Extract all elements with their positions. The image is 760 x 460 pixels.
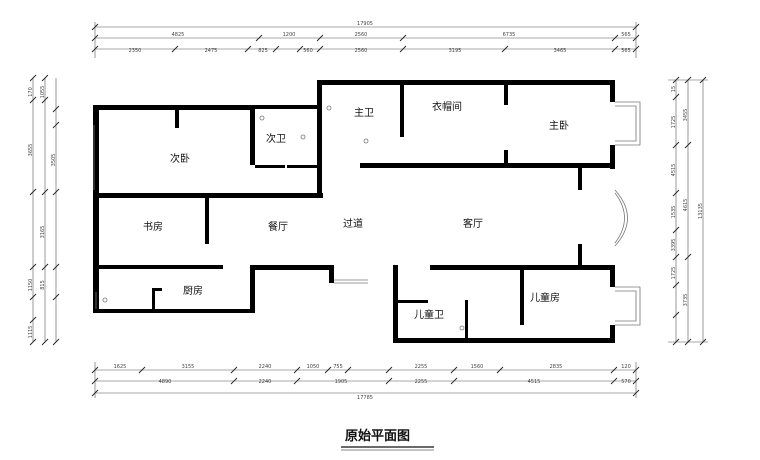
top-dim: 6735: [503, 32, 516, 38]
right-dimension-chain: 15 1725 3455 4515 1535 3395 1725 4615 37…: [668, 76, 708, 346]
plan-title: 原始平面图: [345, 428, 410, 444]
bottom-total-dim: 17785: [357, 395, 373, 401]
bottom-dim: 1050: [307, 364, 320, 370]
top-dim: 2475: [205, 48, 218, 54]
bottom-dim: 755: [333, 364, 343, 370]
top-dim: 560: [303, 48, 313, 54]
walls: [93, 80, 615, 343]
room-label-master-bedroom: 主卧: [549, 119, 569, 132]
bottom-dim: 3155: [182, 364, 195, 370]
right-dim: 4515: [671, 164, 677, 177]
bottom-dim: 2835: [550, 364, 563, 370]
top-dim: 825: [258, 48, 268, 54]
right-dim: 1725: [671, 116, 677, 129]
room-label-kids-room: 儿童房: [530, 291, 560, 304]
room-label-dining: 餐厅: [268, 220, 288, 233]
left-dim: 3165: [40, 226, 46, 239]
room-label-secondary-bath: 次卫: [266, 132, 286, 145]
bottom-dim: 2255: [415, 379, 428, 385]
bottom-dim: 4515: [528, 379, 541, 385]
top-dim: 2560: [355, 32, 368, 38]
top-dim: 3465: [554, 48, 567, 54]
room-label-kids-bath: 儿童卫: [414, 308, 444, 321]
left-dim: 170: [28, 87, 34, 97]
top-dim: 565: [621, 32, 631, 38]
top-dim: 4825: [172, 32, 185, 38]
right-dim: 3455: [683, 109, 689, 122]
fixtures: [93, 101, 641, 331]
top-dim: 3195: [449, 48, 462, 54]
bottom-dimension-chain: 1625 3155 2240 1050 755 2255 1560 2835 1…: [91, 362, 640, 401]
left-dim: 3505: [51, 154, 57, 167]
room-label-kitchen: 厨房: [183, 284, 203, 297]
right-dim: 3395: [671, 239, 677, 252]
left-dim: 3655: [28, 144, 34, 157]
right-dim: 1725: [671, 267, 677, 280]
top-total-dim: 17905: [357, 21, 373, 27]
bottom-dim: 4890: [159, 379, 172, 385]
right-dim: 4615: [683, 199, 689, 212]
bottom-dim: 1560: [471, 364, 484, 370]
room-label-study: 书房: [143, 220, 163, 233]
bottom-dim: 570: [621, 379, 631, 385]
room-label-living: 客厅: [463, 217, 483, 230]
top-dim: 2350: [129, 48, 142, 54]
left-dim: 1150: [28, 279, 34, 292]
room-label-corridor: 过道: [343, 217, 363, 230]
bottom-dim: 120: [621, 364, 631, 370]
right-dim: 1535: [671, 206, 677, 219]
top-dim: 565: [621, 48, 631, 54]
left-dim: 1055: [40, 86, 46, 99]
bottom-dim: 2240: [259, 364, 272, 370]
left-dim: 815: [40, 280, 46, 290]
room-label-cloakroom: 衣帽间: [432, 100, 462, 113]
room-label-secondary-bedroom: 次卧: [170, 152, 190, 165]
left-dim: 1115: [28, 326, 34, 339]
right-dim: 15: [671, 86, 677, 92]
right-total-dim: 13135: [698, 203, 704, 219]
left-dimension-chain: 170 1055 3655 3165 1150 815 1115 3505: [28, 74, 60, 346]
top-dimension-chain: 17905 4825 1200 2560 6735 565 2350 2475 …: [91, 21, 640, 58]
top-dim: 2560: [355, 48, 368, 54]
bottom-dim: 1905: [335, 379, 348, 385]
room-label-master-bath: 主卫: [354, 107, 374, 119]
right-dim: 3735: [683, 294, 689, 307]
bottom-dim: 2255: [415, 364, 428, 370]
bottom-dim: 2240: [259, 379, 272, 385]
top-dim: 1200: [283, 32, 296, 38]
bottom-dim: 1625: [114, 364, 127, 370]
